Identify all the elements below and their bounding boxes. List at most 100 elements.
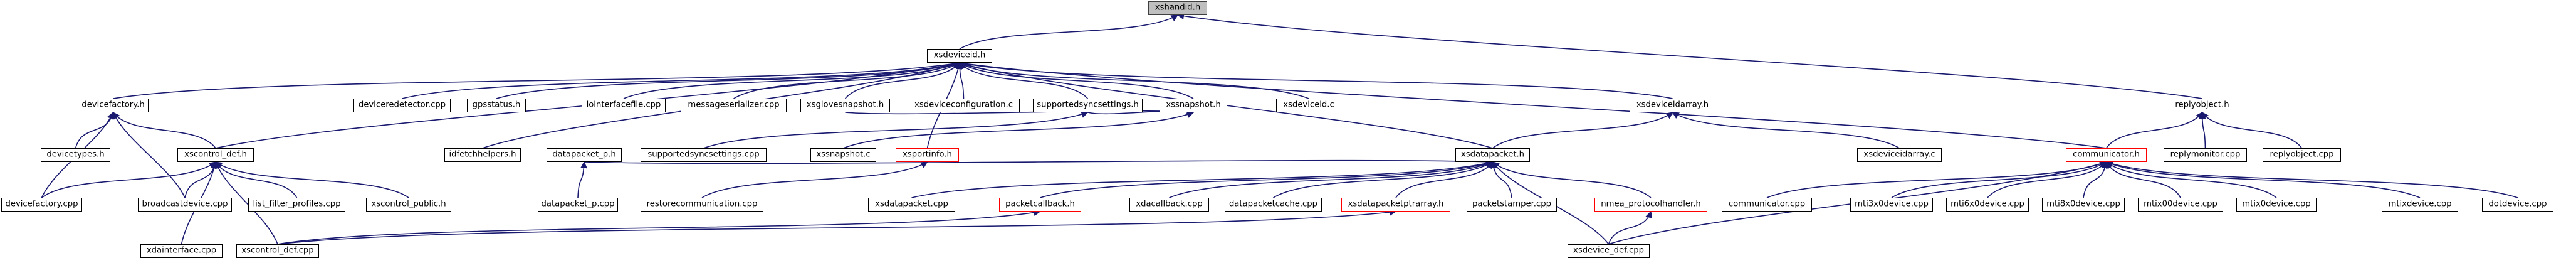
graph-node-label: restorecommunication.cpp xyxy=(646,199,758,209)
graph-node-xscontrol-def-cpp[interactable]: xscontrol_def.cpp xyxy=(236,244,319,258)
graph-edge xyxy=(958,60,1673,99)
graph-node-mtixdevice-cpp[interactable]: mtixdevice.cpp xyxy=(2382,198,2458,212)
graph-node-label: list_filter_profiles.cpp xyxy=(253,199,341,209)
graph-node-label: xsdevice_def.cpp xyxy=(1573,245,1644,255)
graph-node-xsdeviceconfiguration-c[interactable]: xsdeviceconfiguration.c xyxy=(908,99,1020,112)
graph-node-iointerfacefile-cpp[interactable]: iointerfacefile.cpp xyxy=(582,99,666,112)
graph-edge xyxy=(215,161,409,198)
graph-node-label: xscontrol_def.cpp xyxy=(241,245,314,255)
graph-node-supportedsyncsettings-h[interactable]: supportedsyncsettings.h xyxy=(1033,99,1143,112)
graph-node-label: dotdevice.cpp xyxy=(2488,199,2547,209)
graph-node-label: mti6x0device.cpp xyxy=(1950,199,2024,209)
graph-node-label: nmea_protocolhandler.h xyxy=(1601,199,1701,209)
graph-node-xsdeviceidarray-h[interactable]: xsdeviceidarray.h xyxy=(1630,99,1715,112)
graph-node-devicetypes-h[interactable]: devicetypes.h xyxy=(41,148,110,162)
graph-node-xsdeviceidarray-c[interactable]: xsdeviceidarray.c xyxy=(1857,148,1942,162)
graph-edge xyxy=(2105,160,2518,198)
graph-node-devicefactory-h[interactable]: devicefactory.h xyxy=(78,99,149,112)
graph-edge xyxy=(844,62,960,99)
graph-node-label: replyobject.cpp xyxy=(2270,149,2334,159)
graph-node-replyobject-cpp[interactable]: replyobject.cpp xyxy=(2263,148,2341,162)
graph-node-label: xsdatapacket.cpp xyxy=(875,199,948,209)
graph-edge xyxy=(1040,160,1494,198)
graph-node-label: devicefactory.cpp xyxy=(5,199,78,209)
graph-node-gpsstatus-h[interactable]: gpsstatus.h xyxy=(467,99,526,112)
graph-node-xsdatapacket-h[interactable]: xsdatapacket.h xyxy=(1455,148,1530,162)
graph-edge xyxy=(215,161,298,198)
graph-edge xyxy=(2105,161,2277,198)
graph-edge xyxy=(959,62,1089,99)
graph-node-mtix0device-cpp[interactable]: mtix0device.cpp xyxy=(2236,198,2317,212)
graph-edge xyxy=(184,161,218,198)
graph-node-xsdevice-def-cpp[interactable]: xsdevice_def.cpp xyxy=(1568,244,1650,258)
graph-node-label: supportedsyncsettings.cpp xyxy=(647,149,760,159)
graph-node-replyobject-h[interactable]: replyobject.h xyxy=(2170,99,2234,112)
graph-node-supportedsyncsettings-cpp[interactable]: supportedsyncsettings.cpp xyxy=(641,148,767,162)
graph-node-communicator-h[interactable]: communicator.h xyxy=(2066,148,2147,162)
graph-node-xsportinfo-h[interactable]: xsportinfo.h xyxy=(896,148,959,162)
graph-node-label: devicefactory.h xyxy=(81,100,145,110)
graph-node-mti6x0device-cpp[interactable]: mti6x0device.cpp xyxy=(1946,198,2029,212)
graph-edge xyxy=(75,111,115,149)
graph-node-label: xsglovesnapshot.h xyxy=(806,100,884,110)
graph-node-deviceredetector-cpp[interactable]: deviceredetector.cpp xyxy=(353,99,451,112)
graph-edge xyxy=(2105,112,2203,149)
graph-node-messageserializer-cpp[interactable]: messageserializer.cpp xyxy=(681,99,787,112)
graph-node-label: communicator.h xyxy=(2073,149,2140,159)
graph-node-list-filter-profiles-cpp[interactable]: list_filter_profiles.cpp xyxy=(248,198,345,212)
graph-node-label: mtix0device.cpp xyxy=(2242,199,2311,209)
graph-node-label: xsdeviceidarray.c xyxy=(1863,149,1935,159)
graph-edge xyxy=(277,209,1041,245)
graph-node-mtix00device-cpp[interactable]: mtix00device.cpp xyxy=(2138,198,2223,212)
graph-node-label: xsdatapacketptrarray.h xyxy=(1348,199,1444,209)
graph-node-datapacket-p-h[interactable]: datapacket_p.h xyxy=(547,148,622,162)
graph-node-datapacketcache-cpp[interactable]: datapacketcache.cpp xyxy=(1225,198,1322,212)
graph-node-xsdeviceid-h[interactable]: xsdeviceid.h xyxy=(927,49,992,63)
graph-edge xyxy=(1492,112,1673,149)
graph-node-label: devicetypes.h xyxy=(46,149,105,159)
graph-node-devicefactory-cpp[interactable]: devicefactory.cpp xyxy=(1,198,82,212)
graph-node-xssnapshot-h[interactable]: xssnapshot.h xyxy=(1160,99,1227,112)
graph-node-label: xsdeviceid.h xyxy=(933,50,986,60)
graph-node-label: xshandid.h xyxy=(1154,3,1201,13)
graph-node-xsdatapacketptrarray-h[interactable]: xsdatapacketptrarray.h xyxy=(1341,198,1450,212)
graph-node-packetcallback-h[interactable]: packetcallback.h xyxy=(999,198,1081,212)
graph-node-xsdeviceid-c[interactable]: xsdeviceid.c xyxy=(1276,99,1341,112)
graph-node-datapacket-p-cpp[interactable]: datapacket_p.cpp xyxy=(538,198,618,212)
graph-node-broadcastdevice-cpp[interactable]: broadcastdevice.cpp xyxy=(138,198,232,212)
graph-node-mti3x0device-cpp[interactable]: mti3x0device.cpp xyxy=(1850,198,1933,212)
graph-node-label: mti8x0device.cpp xyxy=(2046,199,2120,209)
graph-node-xsglovesnapshot-h[interactable]: xsglovesnapshot.h xyxy=(800,99,890,112)
graph-edge xyxy=(1672,112,1900,149)
graph-node-label: replymonitor.cpp xyxy=(2170,149,2241,159)
graph-node-communicator-cpp[interactable]: communicator.cpp xyxy=(1722,198,1812,212)
graph-edge xyxy=(2201,112,2303,149)
graph-edge xyxy=(112,112,216,149)
graph-node-idfetchhelpers-h[interactable]: idfetchhelpers.h xyxy=(444,148,521,162)
graph-edge xyxy=(623,62,961,99)
graph-node-xscontrol-public-h[interactable]: xscontrol_public.h xyxy=(366,198,451,212)
graph-node-xdacallback-cpp[interactable]: xdacallback.cpp xyxy=(1129,198,1209,212)
graph-node-replymonitor-cpp[interactable]: replymonitor.cpp xyxy=(2164,148,2247,162)
graph-edge xyxy=(1490,161,1512,198)
graph-edge xyxy=(959,62,1194,99)
graph-node-xssnapshot-c[interactable]: xssnapshot.c xyxy=(810,148,876,162)
graph-node-label: datapacket_p.h xyxy=(552,149,616,159)
graph-node-packetstamper-cpp[interactable]: packetstamper.cpp xyxy=(1467,198,1557,212)
graph-edge xyxy=(1766,161,2107,198)
graph-edge xyxy=(41,161,216,198)
graph-node-nmea-protocolhandler-h[interactable]: nmea_protocolhandler.h xyxy=(1594,198,1707,212)
graph-edge xyxy=(577,161,588,198)
graph-node-xsdatapacket-cpp[interactable]: xsdatapacket.cpp xyxy=(868,198,955,212)
graph-node-xshandid-h[interactable]: xshandid.h xyxy=(1148,1,1207,15)
graph-node-dotdevice-cpp[interactable]: dotdevice.cpp xyxy=(2482,198,2553,212)
graph-node-restorecommunication-cpp[interactable]: restorecommunication.cpp xyxy=(641,198,763,212)
graph-node-mti8x0device-cpp[interactable]: mti8x0device.cpp xyxy=(2042,198,2125,212)
graph-node-label: datapacketcache.cpp xyxy=(1228,199,1318,209)
graph-node-xscontrol-def-h[interactable]: xscontrol_def.h xyxy=(177,148,254,162)
graph-node-label: xssnapshot.c xyxy=(816,149,871,159)
graph-edge xyxy=(701,161,928,198)
graph-node-xdainterface-cpp[interactable]: xdainterface.cpp xyxy=(140,244,223,258)
graph-node-label: xsdeviceconfiguration.c xyxy=(914,100,1013,110)
